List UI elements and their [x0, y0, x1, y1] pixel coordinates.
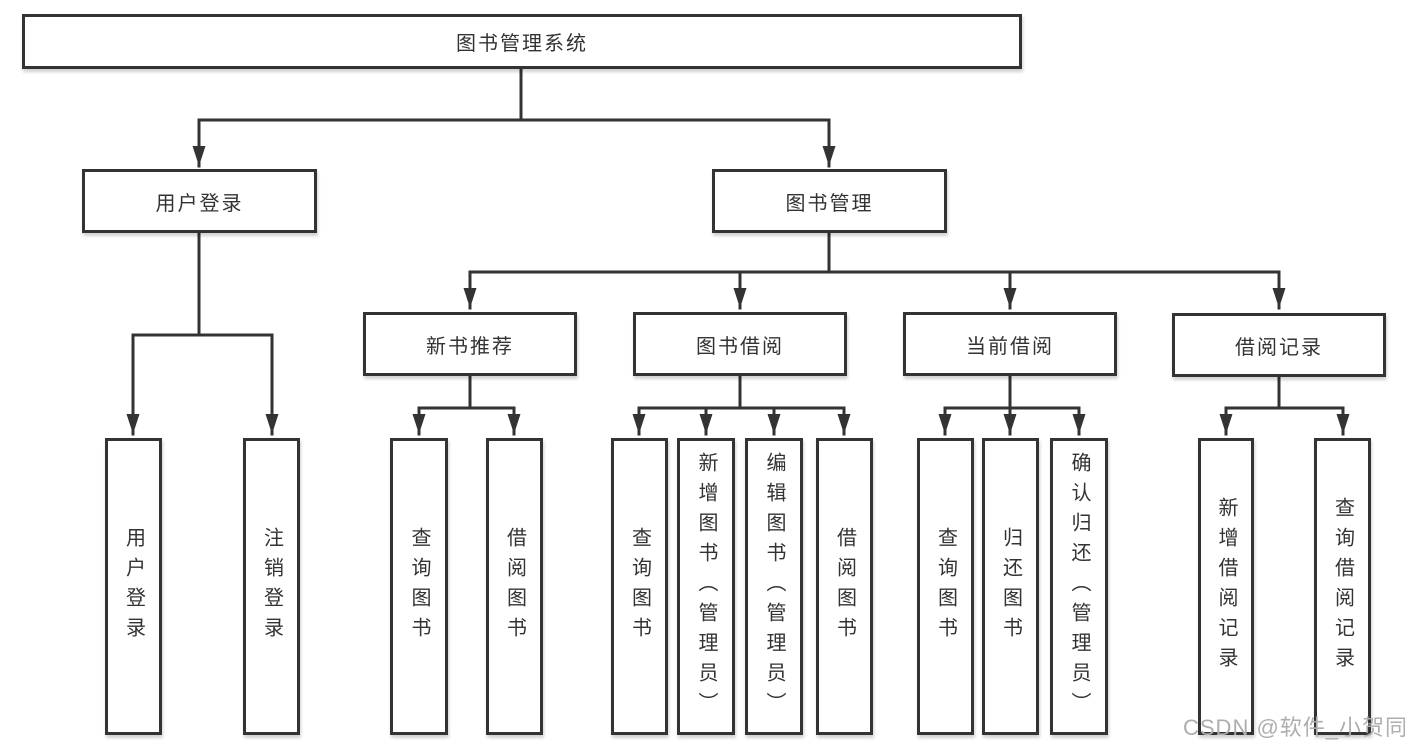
leaf-label: 编辑图书（管理员） [763, 451, 785, 722]
leaf-label: 查询借阅记录 [1331, 496, 1354, 677]
node-user-login: 用户登录 [82, 169, 317, 233]
connector-user-login-children [126, 231, 279, 436]
leaf-add-borrow-record: 新增借阅记录 [1198, 438, 1254, 735]
node-borrowing-records: 借阅记录 [1172, 313, 1386, 377]
node-label: 用户登录 [155, 192, 244, 215]
node-label: 图书管理系统 [456, 33, 588, 55]
node-new-book-recommend: 新书推荐 [363, 312, 577, 376]
leaf-add-book-admin: 新增图书（管理员） [677, 438, 735, 735]
leaf-label: 查询图书 [628, 526, 651, 647]
node-label: 图书管理 [785, 192, 874, 215]
leaf-borrow-books-borrowing: 借阅图书 [816, 438, 873, 735]
node-book-borrowing: 图书借阅 [633, 312, 847, 376]
leaf-query-borrow-record: 查询借阅记录 [1314, 438, 1371, 735]
leaf-label: 归还图书 [999, 526, 1022, 647]
connector-book-borrowing-children [632, 374, 851, 436]
leaf-label: 借阅图书 [833, 526, 856, 647]
leaf-label: 确认归还（管理员） [1068, 451, 1090, 722]
connector-book-management-children [463, 231, 1286, 310]
leaf-label: 新增借阅记录 [1215, 496, 1237, 677]
leaf-label: 查询图书 [934, 526, 957, 647]
leaf-borrow-books-recommend: 借阅图书 [486, 438, 543, 735]
leaf-label: 查询图书 [408, 526, 430, 647]
leaf-confirm-return-admin: 确认归还（管理员） [1050, 438, 1108, 735]
leaf-label: 注销登录 [260, 526, 283, 647]
leaf-query-books-borrowing: 查询图书 [611, 438, 668, 735]
node-current-borrowing: 当前借阅 [903, 312, 1117, 376]
connector-borrowing-records-children [1219, 375, 1350, 436]
node-label: 当前借阅 [966, 335, 1054, 358]
leaf-user-login: 用户登录 [105, 438, 162, 735]
connector-current-borrowing-children [938, 374, 1086, 436]
leaf-query-books-recommend: 查询图书 [390, 438, 448, 735]
connector-root-to-level2 [192, 67, 836, 168]
csdn-watermark: CSDN @软件_小贺同学 [1183, 715, 1405, 740]
leaf-label: 借阅图书 [503, 526, 526, 647]
node-label: 借阅记录 [1235, 336, 1323, 359]
connector-new-book-recommend-children [412, 374, 521, 436]
node-label: 新书推荐 [426, 335, 514, 358]
leaf-label: 用户登录 [122, 526, 145, 647]
leaf-edit-book-admin: 编辑图书（管理员） [745, 438, 803, 735]
node-book-management: 图书管理 [712, 169, 947, 233]
node-label: 图书借阅 [696, 335, 784, 358]
leaf-return-book: 归还图书 [982, 438, 1039, 735]
leaf-logout: 注销登录 [243, 438, 300, 735]
leaf-label: 新增图书（管理员） [695, 451, 717, 722]
leaf-query-books-current: 查询图书 [917, 438, 974, 735]
node-system-root: 图书管理系统 [22, 14, 1022, 69]
